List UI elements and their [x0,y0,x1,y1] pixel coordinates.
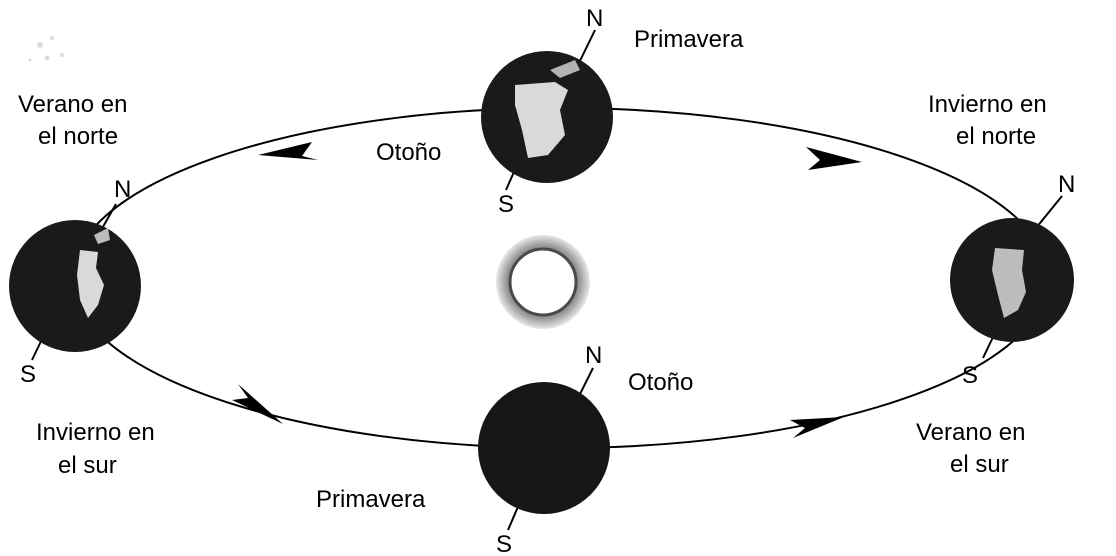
pole-label-right-south: S [962,362,978,389]
axis-line-bottom-north [580,368,593,394]
earth-bottom: N S Otoño Primavera [316,342,693,556]
caption-left-top-line2: el norte [38,123,118,150]
axis-line-top-north [578,30,595,65]
caption-right-bottom-line2: el sur [950,451,1009,478]
caption-left-bottom-line1: Invierno en [36,419,155,446]
arrowhead-icon [806,147,862,170]
pole-label-top-south: S [498,191,514,218]
arrowhead-icon [790,417,844,438]
earth-left: N S Verano en el norte Invierno en el su… [9,91,155,479]
caption-left-bottom-line2: el sur [58,452,117,479]
caption-right-bottom-line1: Verano en [916,419,1025,446]
axis-line-right-north [1036,196,1062,228]
pole-label-left-north: N [114,176,131,203]
caption-right-top-line2: el norte [956,123,1036,150]
smudge-mark-icon [29,36,65,62]
caption-right-top-line1: Invierno en [928,91,1047,118]
sun-icon [496,235,590,329]
pole-label-left-south: S [20,361,36,388]
caption-left-top-line1: Verano en [18,91,127,118]
season-label-top-near: Otoño [376,139,441,166]
earth-right: N S Invierno en el norte Verano en el su… [916,91,1075,478]
pole-label-top-north: N [586,5,603,32]
season-label-top-far: Primavera [634,26,744,53]
arrowhead-icon [232,384,283,424]
earth-icon [9,220,141,352]
earth-icon [478,382,610,514]
season-label-bottom-near: Otoño [628,369,693,396]
pole-label-bottom-south: S [496,531,512,556]
season-label-bottom-far: Primavera [316,486,426,513]
arrowhead-icon [258,142,318,160]
earth-top: N S Otoño Primavera [376,5,744,218]
pole-label-bottom-north: N [585,342,602,369]
pole-label-right-north: N [1058,171,1075,198]
